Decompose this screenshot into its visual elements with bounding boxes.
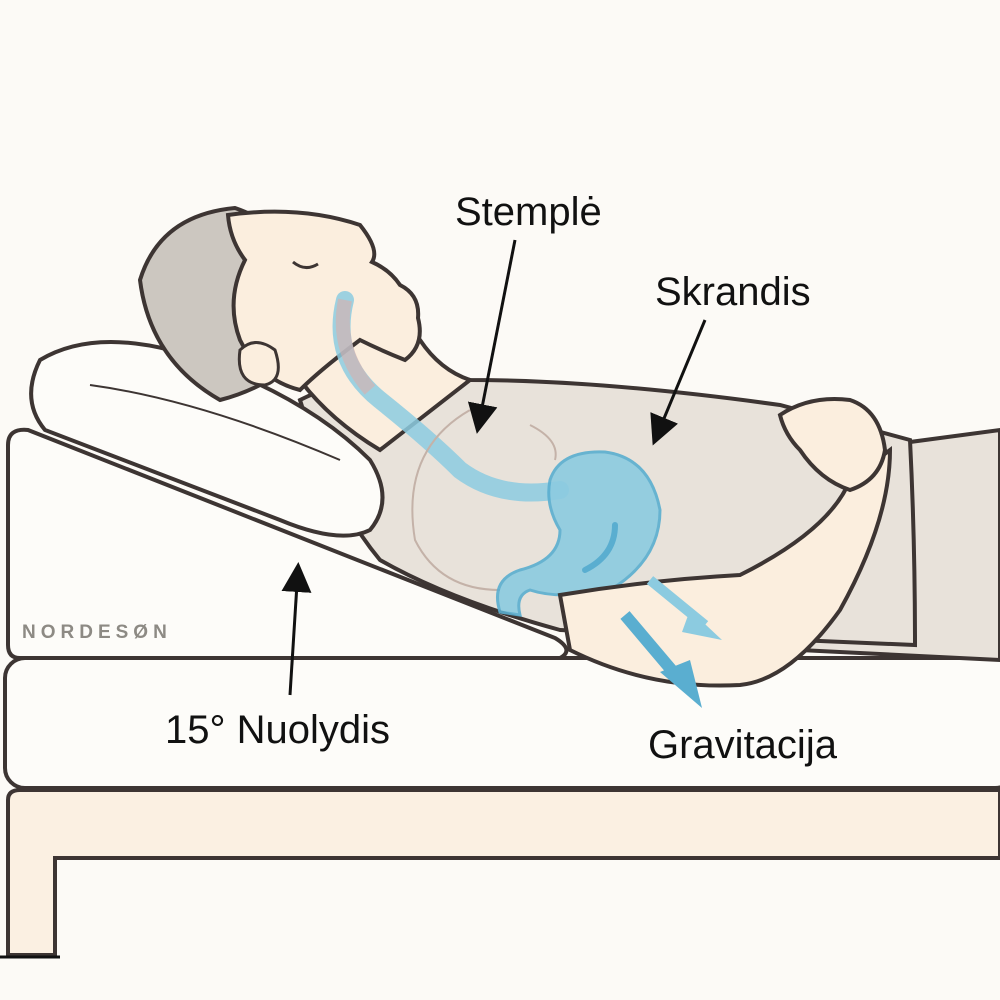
wedge-pillow (6, 427, 569, 660)
closed-eye (292, 260, 319, 269)
ear (237, 341, 280, 387)
pointer-incline (281, 562, 312, 696)
label-incline: 15° Nuolydis (165, 708, 390, 752)
pointer-stomach (650, 319, 707, 446)
bed-frame (6, 788, 1000, 957)
pointer-esophagus (467, 239, 517, 434)
mattress (3, 656, 1000, 790)
face (225, 209, 422, 393)
label-esophagus: Stemplė (455, 190, 602, 234)
hand (777, 397, 888, 493)
label-gravity: Gravitacija (648, 723, 837, 767)
brand-logo: NORDESØN (22, 622, 172, 643)
stomach (496, 450, 662, 617)
label-stomach: Skrandis (655, 270, 811, 314)
